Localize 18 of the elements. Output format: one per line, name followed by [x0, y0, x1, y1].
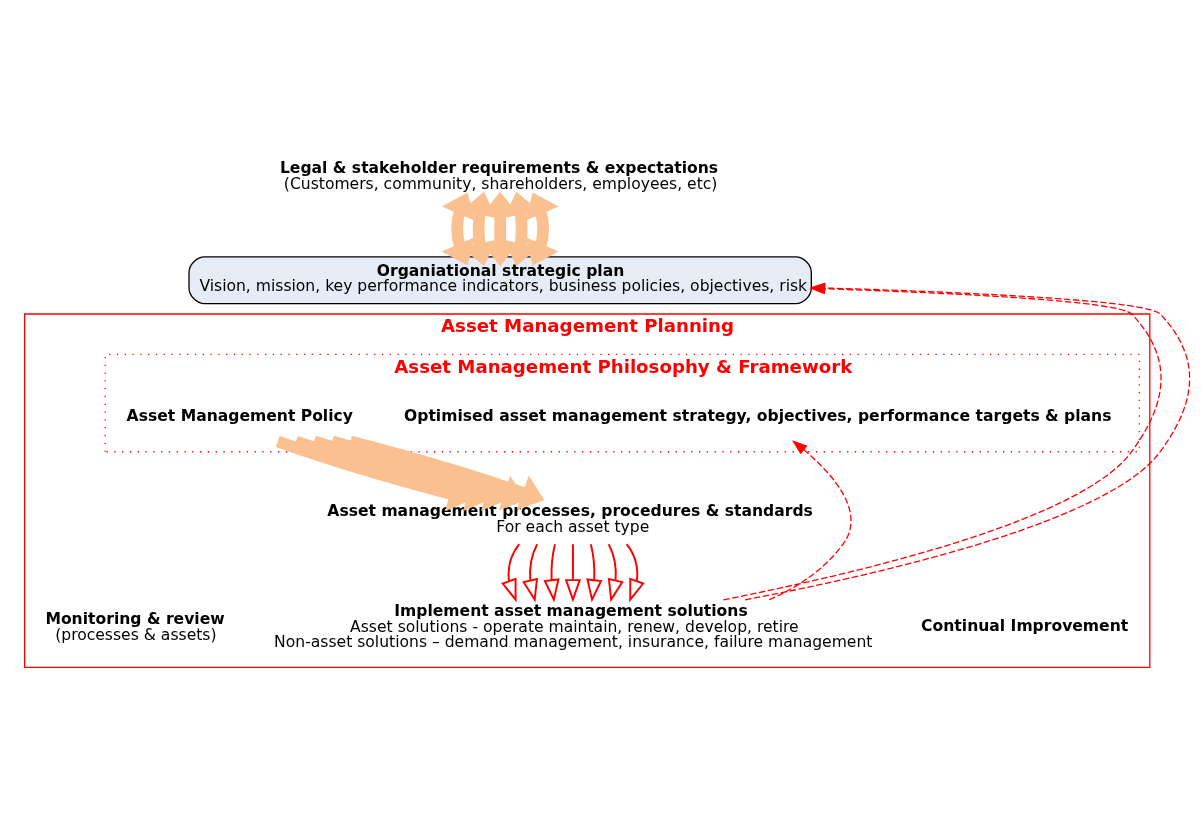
node-text: Implement asset management solutions Asset solutions - operate maintain, renew, develop, retire Non-asset solutions – demand management, insurance, failure management	[274, 601, 873, 651]
node-box: Organiational strategic plan Vision, mission, key performance indicators, business policies, objectives, risk	[188, 255, 812, 304]
arrow	[543, 542, 560, 603]
arrow	[607, 542, 624, 602]
arrow	[522, 542, 539, 602]
label: Continual Improvement	[921, 616, 1129, 635]
node-text: Monitoring & review (processes & assets)	[45, 609, 225, 644]
arrow	[525, 191, 559, 265]
arrow	[625, 542, 645, 602]
node-text: Asset management processes, procedures & standards For each asset type	[327, 501, 813, 536]
arrow	[768, 439, 852, 600]
arrow	[501, 542, 521, 602]
node-text: Legal & stakeholder requirements & expectations (Customers, community, shareholders, employees, etc)	[279, 158, 719, 193]
arrow	[586, 542, 603, 603]
node-text: Asset Management Policy	[126, 406, 353, 425]
node-text: Optimised asset management strategy, objectives, performance targets & plans	[404, 406, 1112, 425]
arrow	[564, 542, 582, 603]
arrow	[441, 191, 476, 265]
